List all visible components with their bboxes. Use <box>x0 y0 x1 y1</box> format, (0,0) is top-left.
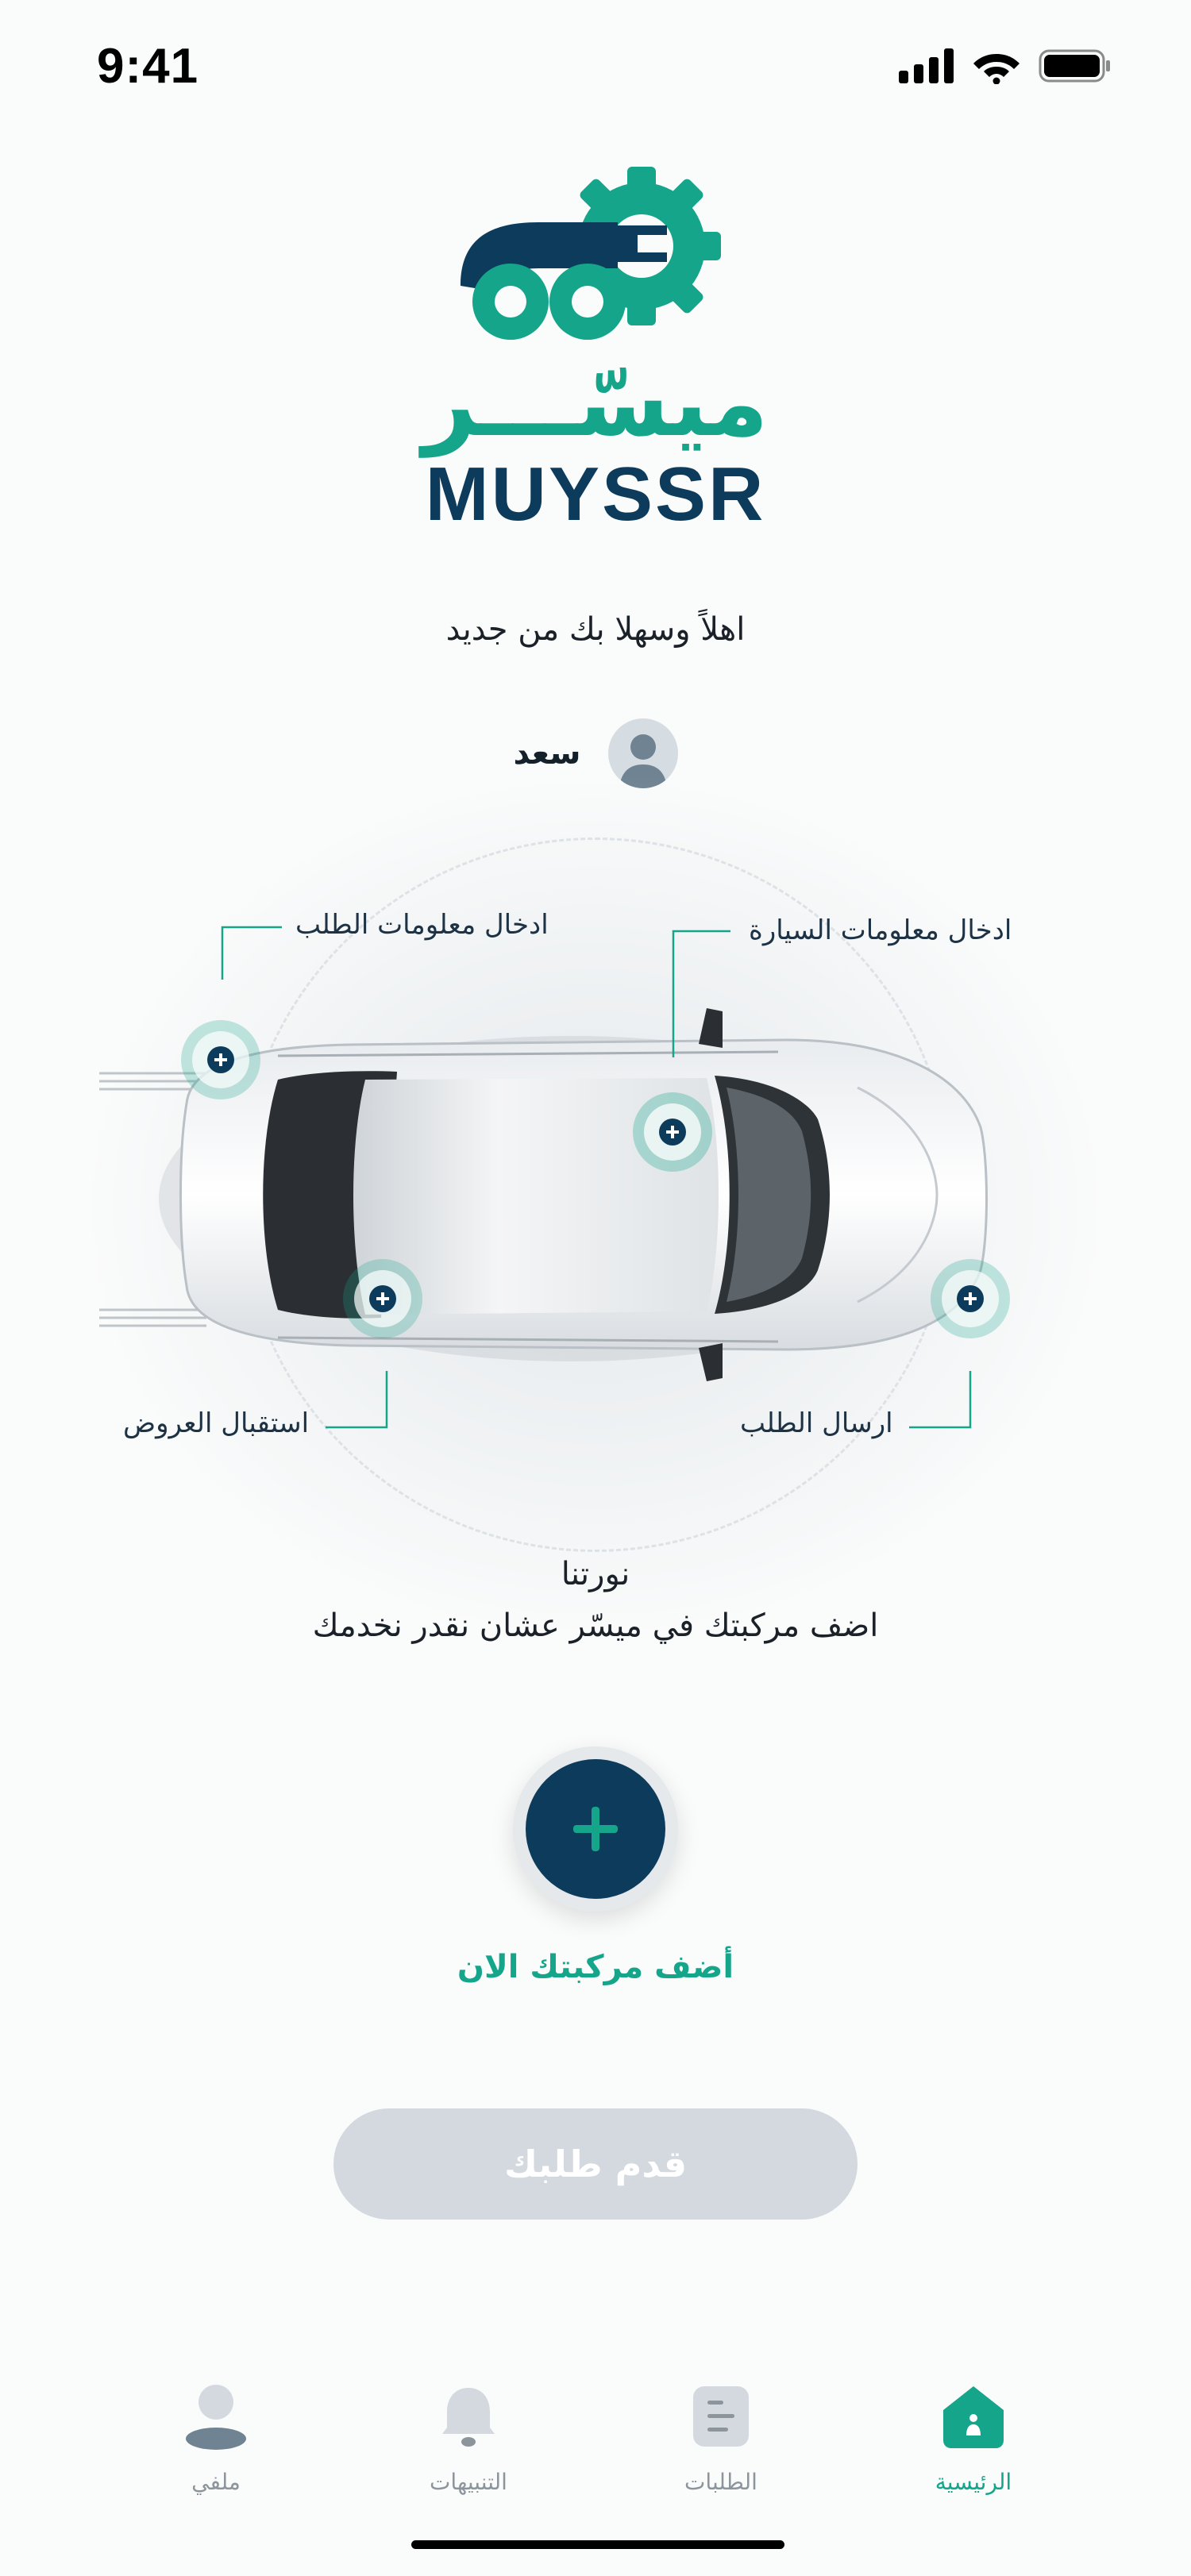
tip-line-2: اضف مركبتك في ميسّر عشان نقدر نخدمك <box>312 1608 879 1644</box>
add-vehicle-button-inner[interactable] <box>526 1759 665 1899</box>
battery-icon <box>1039 49 1110 83</box>
status-time: 9:41 <box>97 39 199 94</box>
add-vehicle-label[interactable]: أضف مركبتك الان <box>457 1949 734 1985</box>
brand-logo-icon <box>451 159 737 352</box>
label-receive-offers: استقبال العروض <box>123 1407 310 1439</box>
plus-hotspot-icon <box>633 1092 712 1172</box>
tab-label: ملفي <box>191 2469 241 2495</box>
orders-icon <box>693 2386 749 2447</box>
tab-label: التنبيهات <box>430 2469 507 2495</box>
hotspot-car-info[interactable] <box>631 1091 714 1173</box>
plus-hotspot-icon <box>181 1020 260 1099</box>
plus-hotspot-icon <box>931 1259 1010 1338</box>
submit-order-button[interactable]: قدم طلبك <box>333 2108 858 2220</box>
tab-label: الطلبات <box>684 2469 757 2495</box>
plus-icon <box>573 1807 618 1851</box>
plus-hotspot-icon <box>343 1259 422 1338</box>
signal-icon <box>899 48 954 83</box>
callout-lines <box>221 926 972 1429</box>
tab-label: الرئيسية <box>935 2469 1012 2495</box>
tab-orders[interactable]: الطلبات <box>642 2382 800 2495</box>
tab-home[interactable]: الرئيسية <box>894 2382 1053 2495</box>
status-icons <box>899 48 1112 84</box>
brand-name-arabic: ميسّـــر <box>422 348 769 457</box>
welcome-text: اهلاً وسهلا بك من جديد <box>445 611 746 648</box>
hotspot-send-order[interactable] <box>929 1257 1012 1340</box>
home-indicator <box>411 2540 784 2549</box>
profile-icon <box>186 2385 246 2450</box>
bell-icon <box>442 2388 495 2447</box>
hotspot-receive-offers[interactable] <box>341 1257 424 1340</box>
add-vehicle-button[interactable] <box>513 1746 678 1912</box>
label-order-info: ادخال معلومات الطلب <box>295 909 549 941</box>
home-icon <box>943 2386 1004 2448</box>
user-name: سعد <box>513 735 581 772</box>
label-car-info: ادخال معلومات السيارة <box>749 914 1012 946</box>
label-send-order: ارسال الطلب <box>740 1407 893 1439</box>
tab-profile[interactable]: ملفي <box>137 2382 295 2495</box>
brand-name-english: MUYSSR <box>425 452 766 537</box>
wifi-icon <box>973 54 1019 84</box>
hotspot-order-info[interactable] <box>179 1018 262 1101</box>
tab-notifications[interactable]: التنبيهات <box>389 2382 548 2495</box>
tip-line-1: نورتنا <box>561 1556 630 1592</box>
